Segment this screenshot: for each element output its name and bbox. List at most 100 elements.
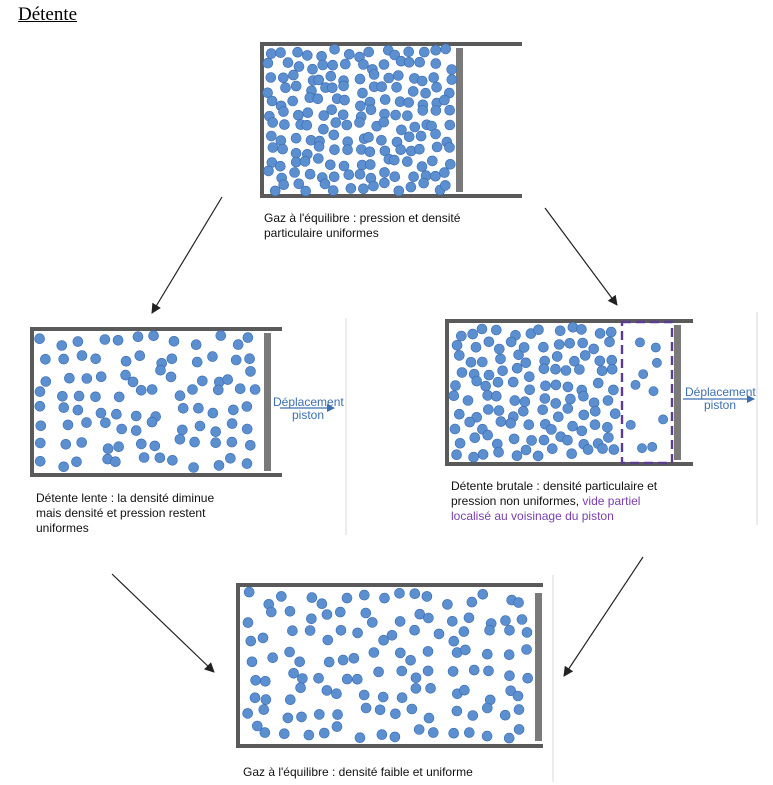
gas-particle <box>188 462 199 473</box>
gas-particle <box>376 81 388 92</box>
gas-particle <box>279 119 290 130</box>
gas-particle <box>451 339 463 351</box>
gas-particle <box>602 395 614 406</box>
gas-particle <box>326 82 338 94</box>
gas-particle <box>95 371 107 383</box>
piston[interactable] <box>264 333 271 471</box>
gas-particle <box>409 121 421 133</box>
gas-particle <box>191 356 203 368</box>
gas-particle <box>213 384 224 396</box>
gas-particle <box>377 691 389 703</box>
gas-particle <box>267 142 279 153</box>
gas-particle <box>259 727 271 738</box>
gas-particle <box>589 419 601 431</box>
gas-particle <box>608 444 620 455</box>
gas-particle <box>467 328 479 340</box>
gas-particle <box>539 393 551 404</box>
gas-particle <box>242 332 254 343</box>
gas-particle <box>324 159 336 171</box>
gas-particle <box>517 405 529 417</box>
gas-particle <box>241 423 253 435</box>
gas-particle <box>469 432 481 444</box>
gas-particle <box>331 688 342 700</box>
piston[interactable] <box>456 48 463 192</box>
gas-particle <box>503 649 515 661</box>
gas-particle <box>246 656 258 668</box>
gas-particle <box>394 587 405 599</box>
gas-particle <box>317 59 329 71</box>
gas-particle <box>552 411 564 423</box>
gas-particle <box>187 384 198 395</box>
gas-particle <box>577 337 589 349</box>
gas-particle <box>287 625 298 637</box>
gas-particle <box>376 729 388 740</box>
gas-particle <box>90 391 101 403</box>
gas-particle <box>267 652 279 664</box>
gas-particle <box>390 109 401 121</box>
gas-particle <box>513 597 524 608</box>
gas-particle <box>466 596 478 608</box>
gas-particle <box>394 616 406 627</box>
gas-particle <box>321 685 333 696</box>
gas-particle <box>81 373 93 384</box>
gas-particle <box>389 171 401 182</box>
gas-particle <box>518 342 530 353</box>
gas-particle <box>316 50 327 62</box>
gas-particle <box>327 185 339 196</box>
gas-particle <box>418 46 430 58</box>
gas-particle <box>301 119 313 131</box>
gas-particle <box>481 730 493 742</box>
gas-particle <box>292 109 304 121</box>
gas-particle <box>553 339 565 350</box>
gas-particle <box>606 354 618 366</box>
gas-particle <box>64 372 75 384</box>
caption-slow: Détente lente : la densité diminue mais … <box>36 491 215 535</box>
gas-particle <box>521 644 532 655</box>
gas-particle <box>327 59 339 71</box>
gas-particle <box>490 390 502 402</box>
gas-particle <box>331 721 343 732</box>
gas-particle <box>373 666 384 678</box>
gas-particle <box>127 376 139 388</box>
gas-particle <box>232 339 244 350</box>
gas-particle <box>401 156 413 167</box>
gas-particle <box>430 170 441 182</box>
gas-particle <box>325 70 337 82</box>
gas-particle <box>604 336 615 348</box>
gas-particle <box>275 591 287 602</box>
gas-particle <box>606 363 618 375</box>
gas-particle <box>313 709 325 720</box>
gas-particle <box>523 419 535 431</box>
gas-particle <box>448 727 460 739</box>
gas-particle <box>635 337 645 348</box>
piston[interactable] <box>674 325 681 460</box>
gas-particle <box>456 367 468 378</box>
gas-particle <box>414 143 425 155</box>
gas-particle <box>228 404 239 416</box>
gas-particle <box>648 386 659 397</box>
particles-final <box>242 586 534 744</box>
gas-particle <box>523 371 535 383</box>
gas-particle <box>422 646 434 657</box>
caption-final: Gaz à l'équilibre : densité faible et un… <box>243 765 473 779</box>
gas-particle <box>363 132 374 143</box>
gas-particle <box>341 673 353 685</box>
gas-particle <box>550 398 562 409</box>
gas-particle <box>652 357 662 368</box>
gas-particle <box>463 727 475 738</box>
piston[interactable] <box>535 593 542 741</box>
gas-particle <box>378 634 389 646</box>
gas-particle <box>245 439 256 451</box>
gas-particle <box>503 732 515 744</box>
gas-particle <box>343 48 355 60</box>
gas-particle <box>459 644 471 656</box>
gas-particle <box>34 437 46 449</box>
gas-particle <box>493 405 505 416</box>
gas-particle <box>416 161 428 172</box>
particles-slow <box>34 330 261 473</box>
gas-particle <box>448 635 460 647</box>
gas-particle <box>307 63 318 75</box>
gas-particle <box>447 666 459 677</box>
gas-particle <box>306 592 318 603</box>
gas-particle <box>564 337 576 349</box>
